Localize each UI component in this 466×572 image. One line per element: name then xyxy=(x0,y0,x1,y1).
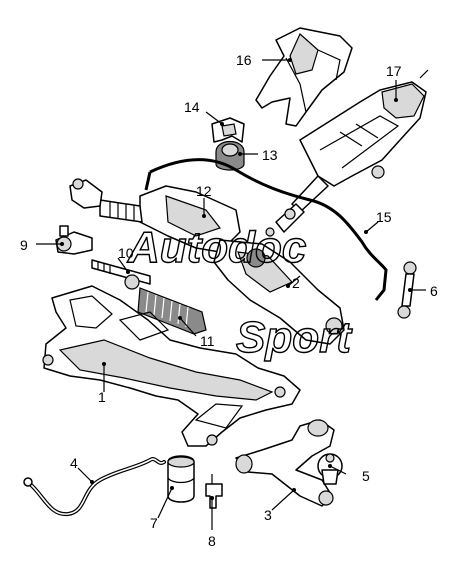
callout-8: 8 xyxy=(208,533,216,549)
callout-1: 1 xyxy=(98,389,106,405)
callouts: 16 17 14 13 12 15 2 6 9 10 11 1 5 3 4 7 … xyxy=(20,52,438,549)
callout-15: 15 xyxy=(376,209,392,225)
callout-12: 12 xyxy=(196,183,212,199)
part-2-steering-gear xyxy=(99,199,345,345)
part-7-bush xyxy=(167,455,195,503)
callout-6: 6 xyxy=(430,283,438,299)
part-15-anti-roll-bar xyxy=(144,158,388,301)
callout-5: 5 xyxy=(362,468,370,484)
callout-11: 11 xyxy=(200,333,215,349)
callout-16: 16 xyxy=(236,52,252,68)
watermark-line-1: Autodoc xyxy=(127,223,306,272)
part-16-bracket xyxy=(255,27,353,127)
callout-4: 4 xyxy=(70,455,78,471)
part-4-sensor-cable xyxy=(23,457,166,517)
callout-7: 7 xyxy=(150,515,158,531)
part-12-steering-rack-housing xyxy=(139,185,241,253)
part-8-clamp-bolt xyxy=(205,474,223,509)
leader-lines xyxy=(36,58,426,530)
callout-13: 13 xyxy=(262,147,278,163)
part-10-inner-tie-rod xyxy=(91,259,151,290)
callout-3: 3 xyxy=(264,507,272,523)
watermark: Autodoc Sport xyxy=(126,222,354,362)
callout-9: 9 xyxy=(20,237,28,253)
callout-2: 2 xyxy=(292,275,300,291)
part-11-rack-boot xyxy=(137,287,207,335)
part-9-tie-rod-end xyxy=(55,178,103,255)
callout-14: 14 xyxy=(184,99,200,115)
part-1-subframe xyxy=(42,285,301,447)
callout-17: 17 xyxy=(386,63,402,79)
part-14-clamp xyxy=(211,117,245,143)
part-17-steering-column xyxy=(265,69,429,237)
watermark-line-2: Sport xyxy=(236,313,353,362)
part-3-control-arm xyxy=(235,419,335,507)
callout-10: 10 xyxy=(118,245,134,261)
